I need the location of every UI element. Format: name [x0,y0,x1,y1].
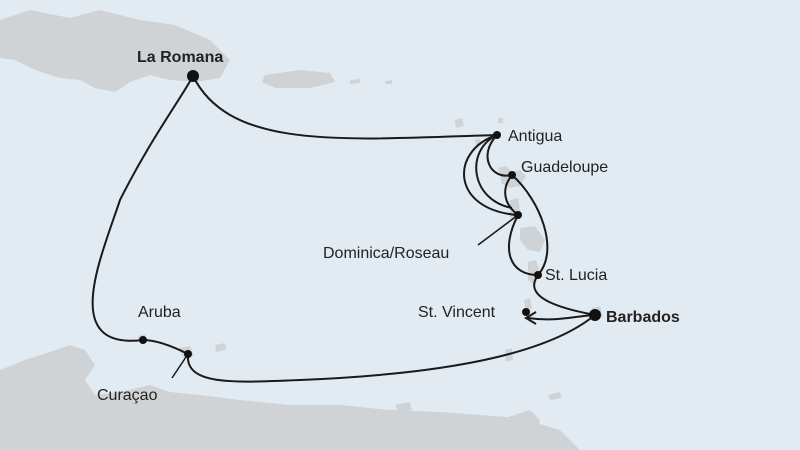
route-arrow [524,311,537,325]
barbados-marker[interactable] [589,309,601,321]
margarita-island [395,402,412,412]
st-lucia-label: St. Lucia [545,267,607,284]
route-segment-antigua-dominica-1 [463,134,519,216]
virgin-islands [350,79,392,84]
tobago-island [548,392,562,400]
la-romana-marker[interactable] [187,70,199,82]
route-segment-guadeloupe-dominica [504,174,519,216]
route-segment-barbados-curacao [186,314,596,383]
route-segment-st-lucia-barbados [533,274,596,316]
south-america-coast [0,345,580,450]
route-segment-antigua-dominica-2 [475,134,513,209]
route-segment-antigua-guadeloupe [486,134,513,177]
route-segment-la-romana-antigua [192,75,498,140]
antigua-label: Antigua [508,128,562,145]
st-vincent-marker[interactable] [522,308,530,316]
trinidad-island [505,410,540,442]
port-labels: La Romana Antigua Guadeloupe Dominica/Ro… [97,49,680,404]
cruise-route [91,75,596,383]
dominica-label: Dominica/Roseau [323,245,449,262]
hispaniola-island [0,10,230,92]
aruba-marker[interactable] [139,336,147,344]
western-island [0,40,25,55]
route-segment-aruba-la-romana [91,75,194,342]
la-romana-label: La Romana [137,49,223,66]
port-markers [139,70,601,358]
antigua-marker[interactable] [493,131,501,139]
guadeloupe-label: Guadeloupe [521,159,608,176]
barbados-label: Barbados [606,309,680,326]
leeward-islands [455,118,503,146]
aruba-label: Aruba [138,304,181,321]
guadeloupe-marker[interactable] [508,171,516,179]
route-segment-dominica-st-lucia [508,214,539,276]
puerto-rico-island [262,70,335,88]
route-segment-guadeloupe-st-lucia [511,174,549,276]
curacao-label: Curaçao [97,387,158,404]
dominica-marker[interactable] [514,211,522,219]
st-lucia-marker[interactable] [534,271,542,279]
curacao-marker[interactable] [184,350,192,358]
dominica-leader-line [477,214,519,246]
martinique-island [520,226,545,252]
curacao-leader-line [171,353,189,379]
st-vincent-label: St. Vincent [418,304,496,321]
leader-lines [171,214,519,379]
